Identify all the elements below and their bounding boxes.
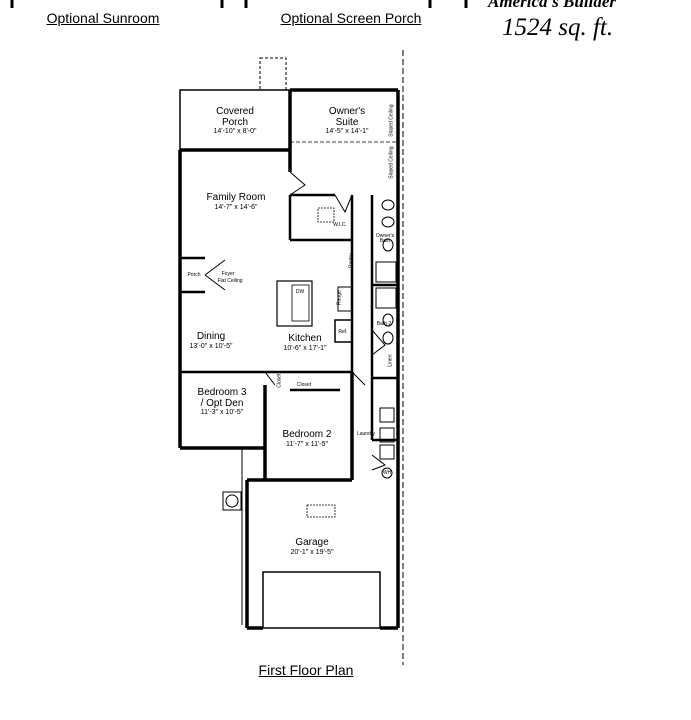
- sloped-ceiling-label: Sloped Ceiling: [388, 104, 395, 137]
- door-swing: [204, 259, 226, 291]
- optional-sunroom-label: Optional Sunroom: [46, 10, 160, 26]
- closet-label: Closet: [276, 373, 283, 388]
- brand-logo: America's Builder: [488, 0, 616, 11]
- garage-door: [262, 571, 381, 629]
- dishwasher-label: DW: [295, 289, 305, 295]
- refrigerator: [334, 319, 353, 343]
- ref-label: Ref.: [338, 329, 348, 335]
- ac-unit: [222, 491, 242, 511]
- linen-label: Linen: [387, 354, 394, 367]
- tub: [375, 287, 397, 309]
- laundry-label: Laundry: [356, 431, 376, 437]
- foyer-label: Foyer: [221, 271, 235, 277]
- water-heater: [381, 467, 393, 479]
- closet-label: Closet: [296, 382, 312, 388]
- bath-2-label: Bath 2: [376, 321, 392, 327]
- range: [337, 286, 353, 312]
- square-footage: 1524 sq. ft.: [502, 14, 614, 41]
- water-heater-label: WH: [382, 470, 392, 476]
- sloped-ceiling-label: Sloped Ceiling: [388, 146, 395, 179]
- optional-screen-porch-label: Optional Screen Porch: [280, 10, 422, 26]
- porch-step: [259, 57, 287, 91]
- porch-small-label: Porch: [187, 272, 201, 278]
- door-swing: [289, 171, 306, 196]
- kitchen-island: [276, 280, 313, 327]
- wic-label: W.I.C.: [333, 222, 347, 228]
- pantry-label: Pantry: [348, 253, 355, 268]
- shower: [375, 261, 397, 283]
- exterior-walls: [178, 88, 400, 630]
- flat-ceiling-label: Flat Ceiling: [217, 278, 243, 284]
- range-label: Range: [336, 290, 343, 305]
- floor-plan-caption: First Floor Plan: [258, 662, 354, 678]
